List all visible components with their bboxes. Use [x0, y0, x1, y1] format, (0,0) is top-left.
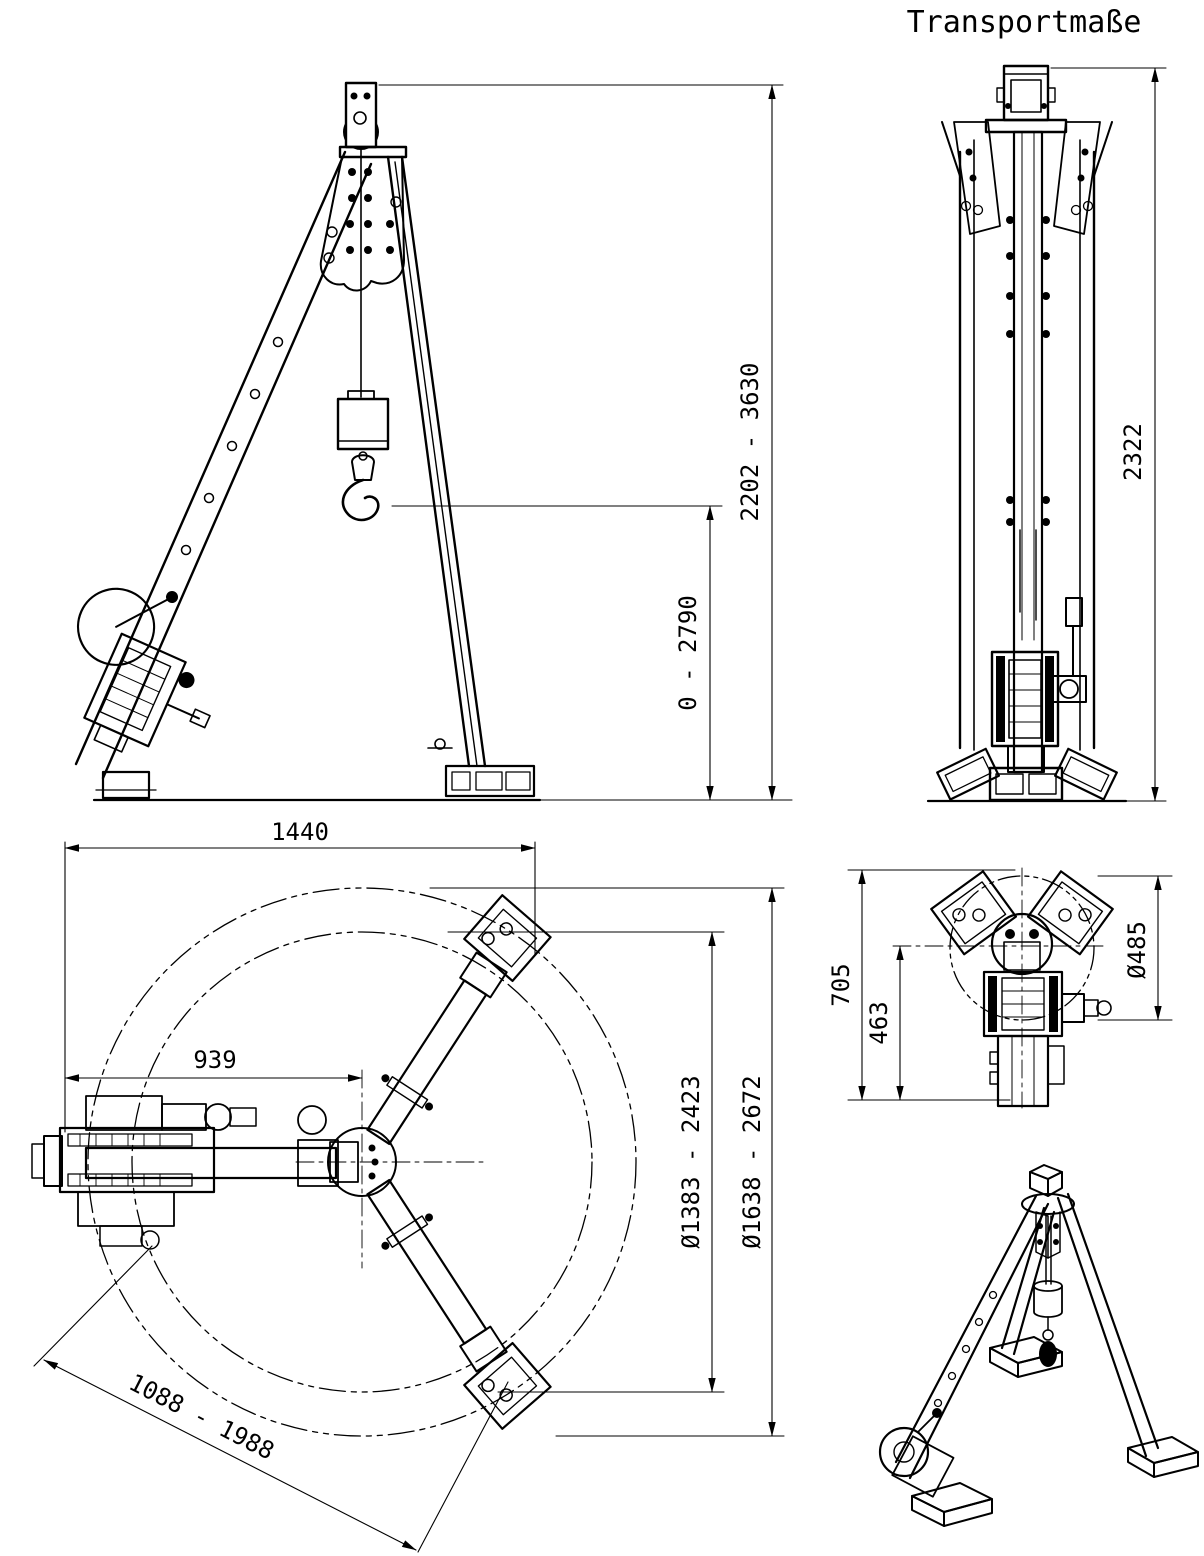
folded-foot-left	[930, 870, 1018, 956]
page-title: Transportmaße	[907, 5, 1142, 40]
dim-center-offset: 939	[64, 1046, 363, 1082]
outer-swing-circle	[87, 887, 637, 1437]
dim-outer-diameter-label: Ø1638 - 2672	[738, 1075, 766, 1248]
folded-hub-top	[990, 912, 1054, 976]
front-foot	[95, 770, 157, 800]
dim-total-height-label: 2202 - 3630	[736, 363, 764, 522]
iso-apex	[1021, 1164, 1075, 1259]
iso-winch	[878, 1408, 955, 1498]
lower-right-leg-plan	[366, 1178, 552, 1430]
folded-feet	[926, 747, 1128, 803]
dim-inner-diameter-label: Ø1383 - 2423	[677, 1075, 705, 1248]
dim-transport-length: 2322	[1050, 67, 1167, 802]
folded-legs	[941, 121, 1113, 751]
upper-right-leg-plan	[366, 894, 552, 1146]
dim-folded-center-label: 463	[865, 1001, 893, 1044]
dim-folded-diameter-label: Ø485	[1123, 921, 1151, 979]
winch-side	[76, 587, 211, 753]
plan-view-erected: 1440 939 Ø1383 - 2423 Ø1638 - 2672	[31, 818, 785, 1553]
dim-inner-diameter: Ø1383 - 2423	[447, 931, 725, 1393]
dim-plan-width: 1440	[64, 818, 536, 1133]
folded-plan-view: 705 463 Ø485	[827, 867, 1173, 1109]
winch-front	[990, 597, 1087, 773]
dim-leg-spread-label: 1088 - 1988	[124, 1368, 278, 1465]
folded-swing-circle	[949, 875, 1095, 1021]
apex-head	[319, 81, 408, 292]
dim-folded-overall-label: 705	[827, 963, 855, 1006]
cable-and-hook	[336, 149, 390, 522]
folded-head	[984, 64, 1068, 134]
dim-hook-range-label: 0 - 2790	[674, 595, 702, 711]
dim-transport-length-label: 2322	[1119, 423, 1147, 481]
front-leg	[74, 150, 373, 780]
dim-plan-width-label: 1440	[271, 818, 329, 846]
iso-hook	[1033, 1215, 1063, 1367]
hub-plan	[327, 1127, 397, 1197]
dim-folded-diameter: Ø485	[1097, 875, 1173, 1021]
dim-total-height: 2202 - 3630	[378, 84, 784, 801]
dim-folded-center: 463	[865, 945, 904, 1101]
rear-legs	[386, 155, 487, 768]
head-gusset-plates	[953, 121, 1101, 526]
dim-center-offset-label: 939	[193, 1046, 236, 1074]
iso-legs	[894, 1192, 1160, 1480]
folded-foot-right	[1026, 870, 1114, 956]
winch-leg-plan	[31, 1095, 339, 1250]
rear-foot	[444, 764, 536, 798]
side-view-erected: 0 - 2790 2202 - 3630	[74, 81, 793, 802]
dim-hook-range: 0 - 2790	[391, 505, 723, 801]
transport-view-folded: Transportmaße	[907, 5, 1167, 803]
dim-folded-overall: 705	[827, 869, 1016, 1101]
iso-feet	[911, 1336, 1199, 1527]
folded-mast	[1012, 130, 1044, 774]
dim-outer-diameter: Ø1638 - 2672	[429, 887, 785, 1437]
folded-winch-top	[982, 970, 1112, 1108]
isometric-view	[878, 1164, 1199, 1527]
dim-leg-spread: 1088 - 1988	[33, 1245, 509, 1553]
